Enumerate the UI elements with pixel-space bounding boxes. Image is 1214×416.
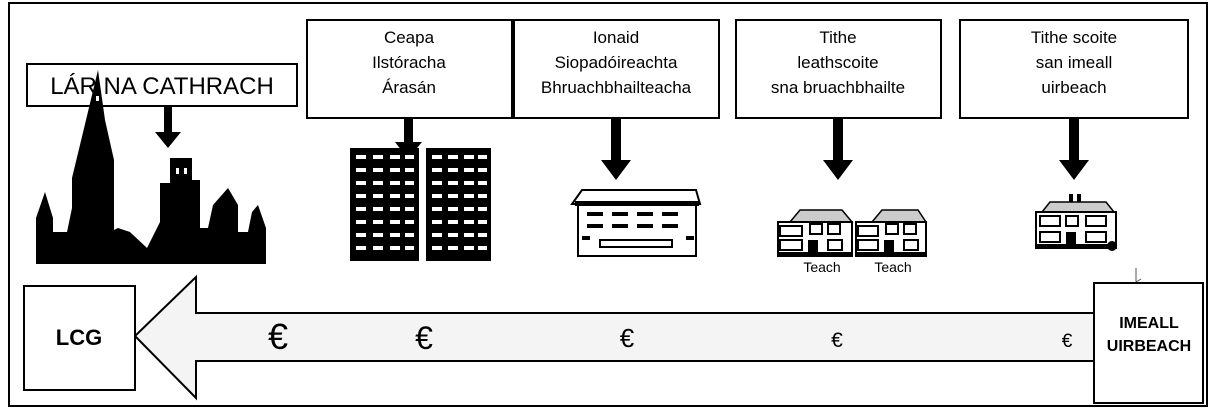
apartment-blocks-icon (350, 148, 491, 261)
semidetached-down-arrow (823, 118, 853, 180)
zone-semidetached-line1: Tithe (819, 28, 856, 47)
zone-apartments-line2: Ilstóracha (372, 53, 446, 72)
detached-house-icon (1035, 194, 1117, 251)
zone-box-detached: Tithe scoite san imeall uirbeach (959, 19, 1189, 119)
cbd-box: LCG (23, 285, 136, 391)
zone-semidetached-line3: sna bruachbhailte (771, 78, 905, 97)
detached-down-arrow (1059, 118, 1089, 180)
zone-detached-line1: Tithe scoite (1031, 28, 1117, 47)
city-down-arrow (155, 107, 181, 148)
zone-shopping-line3: Bhruachbhailteacha (541, 78, 692, 97)
zone-shopping-line1: Ionaid (593, 28, 639, 47)
semidetached-houses-icon (777, 209, 928, 257)
house-label-left: Teach (803, 259, 840, 275)
city-centre-label: LÁR NA CATHRACH (50, 73, 274, 100)
cbd-label: LCG (56, 325, 102, 350)
zone-apartments-line1: Ceapa (384, 28, 435, 47)
zone-semidetached-line2: leathscoite (797, 53, 878, 72)
cursor-mark-icon (1135, 268, 1142, 283)
euro-symbol-3: € (620, 323, 635, 353)
zone-shopping-line2: Siopadóireachta (555, 53, 678, 72)
euro-symbol-1: € (268, 316, 288, 357)
zone-apartments-line3: Árasán (382, 78, 436, 97)
city-skyline-icon (36, 70, 266, 264)
house-label-right: Teach (874, 259, 911, 275)
zone-box-semidetached: Tithe leathscoite sna bruachbhailte (735, 19, 942, 119)
shopping-down-arrow (601, 118, 631, 180)
urban-fringe-box: IMEALL UIRBEACH (1093, 282, 1204, 404)
euro-symbol-4: € (831, 329, 843, 352)
zone-box-apartments: Ceapa Ilstóracha Árasán (306, 19, 513, 119)
urban-fringe-line1: IMEALL (1119, 315, 1179, 332)
euro-symbol-5: € (1062, 331, 1073, 352)
zone-detached-line3: uirbeach (1041, 78, 1106, 97)
skyline-windows (96, 96, 187, 174)
shopping-centre-icon (570, 189, 702, 257)
euro-symbol-2: € (415, 320, 433, 356)
city-centre-box: LÁR NA CATHRACH (26, 63, 298, 107)
urban-fringe-line2: UIRBEACH (1107, 338, 1191, 355)
zone-box-shopping: Ionaid Siopadóireachta Bhruachbhailteach… (513, 19, 720, 119)
zone-detached-line2: san imeall (1036, 53, 1113, 72)
